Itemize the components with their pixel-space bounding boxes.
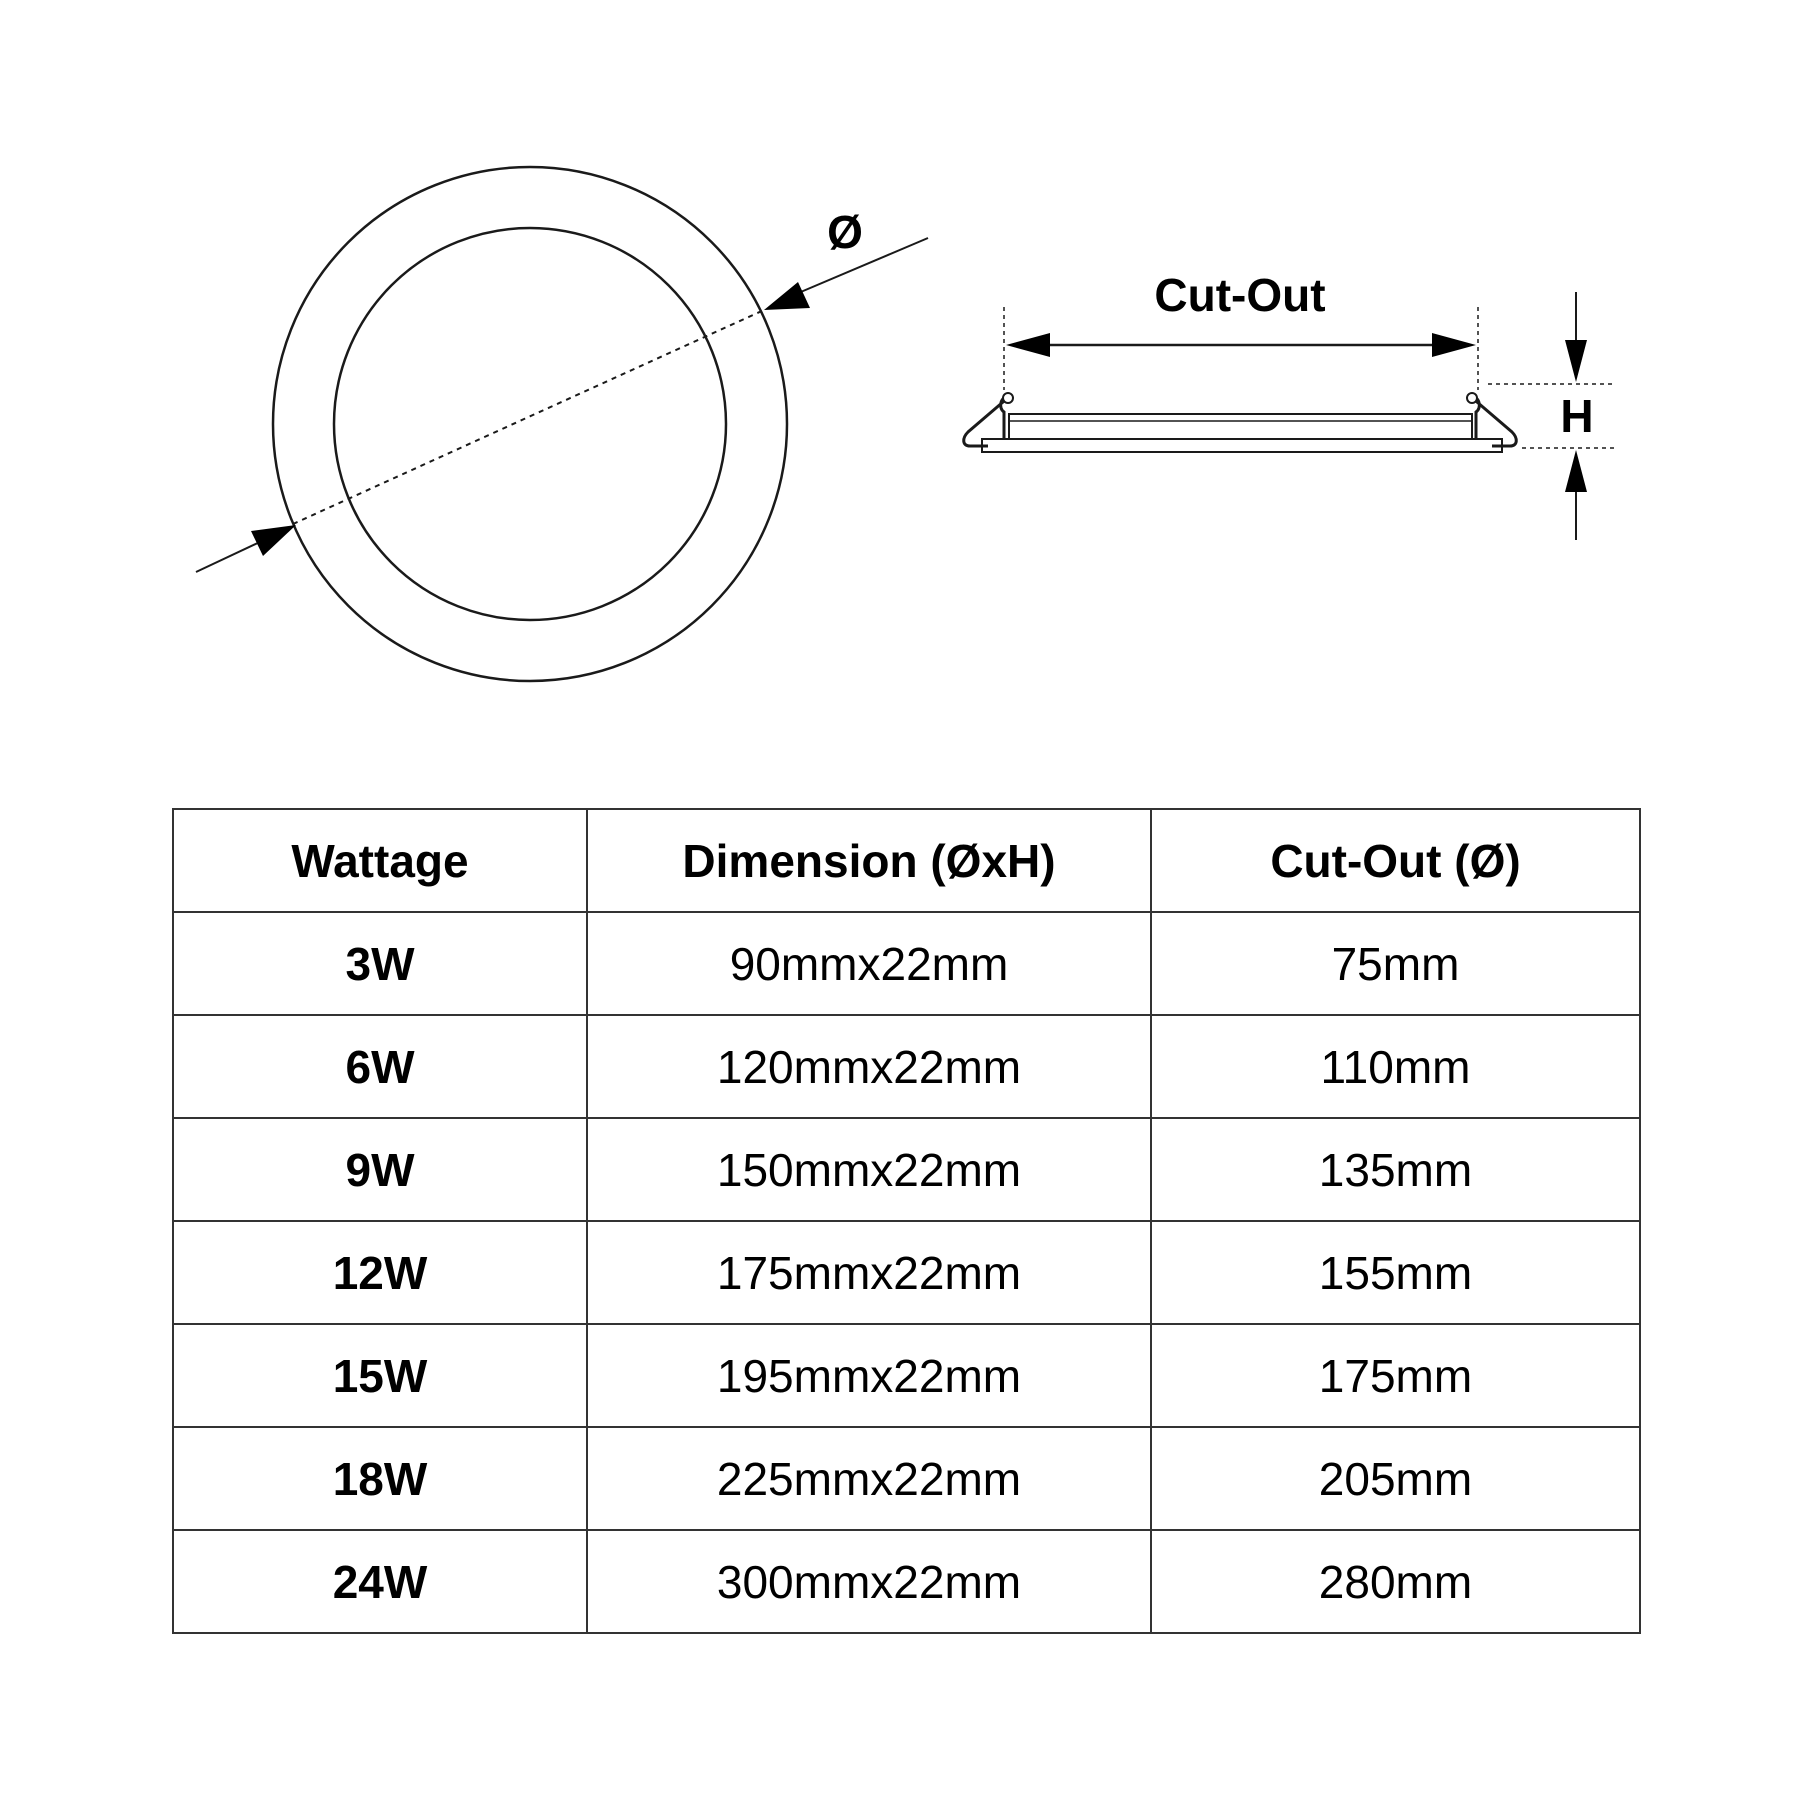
cutout-label: Cut-Out bbox=[1154, 269, 1325, 321]
cell-wattage: 18W bbox=[172, 1426, 588, 1531]
cell-wattage: 3W bbox=[172, 911, 588, 1016]
cell-dimension: 120mmx22mm bbox=[586, 1014, 1152, 1119]
table-row: 9W 150mmx22mm 135mm bbox=[172, 1117, 1641, 1222]
panel-flange bbox=[981, 438, 1503, 453]
inner-ring bbox=[332, 226, 728, 622]
height-arrow-bottom bbox=[1565, 450, 1587, 492]
clip-pivot-right bbox=[1466, 392, 1478, 404]
cell-dimension: 225mmx22mm bbox=[586, 1426, 1152, 1531]
cell-dimension: 150mmx22mm bbox=[586, 1117, 1152, 1222]
diameter-arrow-left bbox=[251, 525, 296, 556]
cell-wattage: 15W bbox=[172, 1323, 588, 1428]
cell-cutout: 75mm bbox=[1150, 911, 1641, 1016]
cell-cutout: 280mm bbox=[1150, 1529, 1641, 1634]
cell-wattage: 6W bbox=[172, 1014, 588, 1119]
header-dimension: Dimension (ØxH) bbox=[586, 808, 1152, 913]
side-view: Cut-Out H bbox=[962, 269, 1614, 540]
cell-cutout: 205mm bbox=[1150, 1426, 1641, 1531]
diameter-dashed-line bbox=[292, 309, 765, 525]
top-view: Ø bbox=[195, 165, 929, 683]
diameter-leader-right bbox=[795, 237, 929, 295]
cell-dimension: 300mmx22mm bbox=[586, 1529, 1152, 1634]
panel-body bbox=[1008, 413, 1473, 440]
clip-pivot-left bbox=[1002, 392, 1014, 404]
height-label: H bbox=[1560, 390, 1593, 442]
outer-ring bbox=[271, 165, 789, 683]
diameter-leader-left bbox=[195, 540, 263, 573]
cell-cutout: 135mm bbox=[1150, 1117, 1641, 1222]
technical-drawing: Ø Cut-Out H bbox=[195, 165, 1614, 683]
cell-dimension: 90mmx22mm bbox=[586, 911, 1152, 1016]
cell-cutout: 110mm bbox=[1150, 1014, 1641, 1119]
table-header-row: Wattage Dimension (ØxH) Cut-Out (Ø) bbox=[172, 808, 1641, 913]
table-row: 24W 300mmx22mm 280mm bbox=[172, 1529, 1641, 1634]
cell-cutout: 175mm bbox=[1150, 1323, 1641, 1428]
header-wattage: Wattage bbox=[172, 808, 588, 913]
specification-table: Wattage Dimension (ØxH) Cut-Out (Ø) 3W 9… bbox=[172, 808, 1641, 1634]
table-row: 12W 175mmx22mm 155mm bbox=[172, 1220, 1641, 1325]
cell-dimension: 175mmx22mm bbox=[586, 1220, 1152, 1325]
cell-wattage: 12W bbox=[172, 1220, 588, 1325]
height-arrow-top bbox=[1565, 340, 1587, 382]
table-row: 6W 120mmx22mm 110mm bbox=[172, 1014, 1641, 1119]
cell-wattage: 9W bbox=[172, 1117, 588, 1222]
cell-cutout: 155mm bbox=[1150, 1220, 1641, 1325]
table-row: 15W 195mmx22mm 175mm bbox=[172, 1323, 1641, 1428]
cell-dimension: 195mmx22mm bbox=[586, 1323, 1152, 1428]
table-row: 3W 90mmx22mm 75mm bbox=[172, 911, 1641, 1016]
cutout-arrow-left bbox=[1006, 333, 1050, 357]
cutout-arrow-right bbox=[1432, 333, 1476, 357]
diameter-symbol: Ø bbox=[827, 206, 863, 258]
header-cutout: Cut-Out (Ø) bbox=[1150, 808, 1641, 913]
diameter-arrow-right bbox=[764, 282, 810, 310]
cell-wattage: 24W bbox=[172, 1529, 588, 1634]
table-row: 18W 225mmx22mm 205mm bbox=[172, 1426, 1641, 1531]
